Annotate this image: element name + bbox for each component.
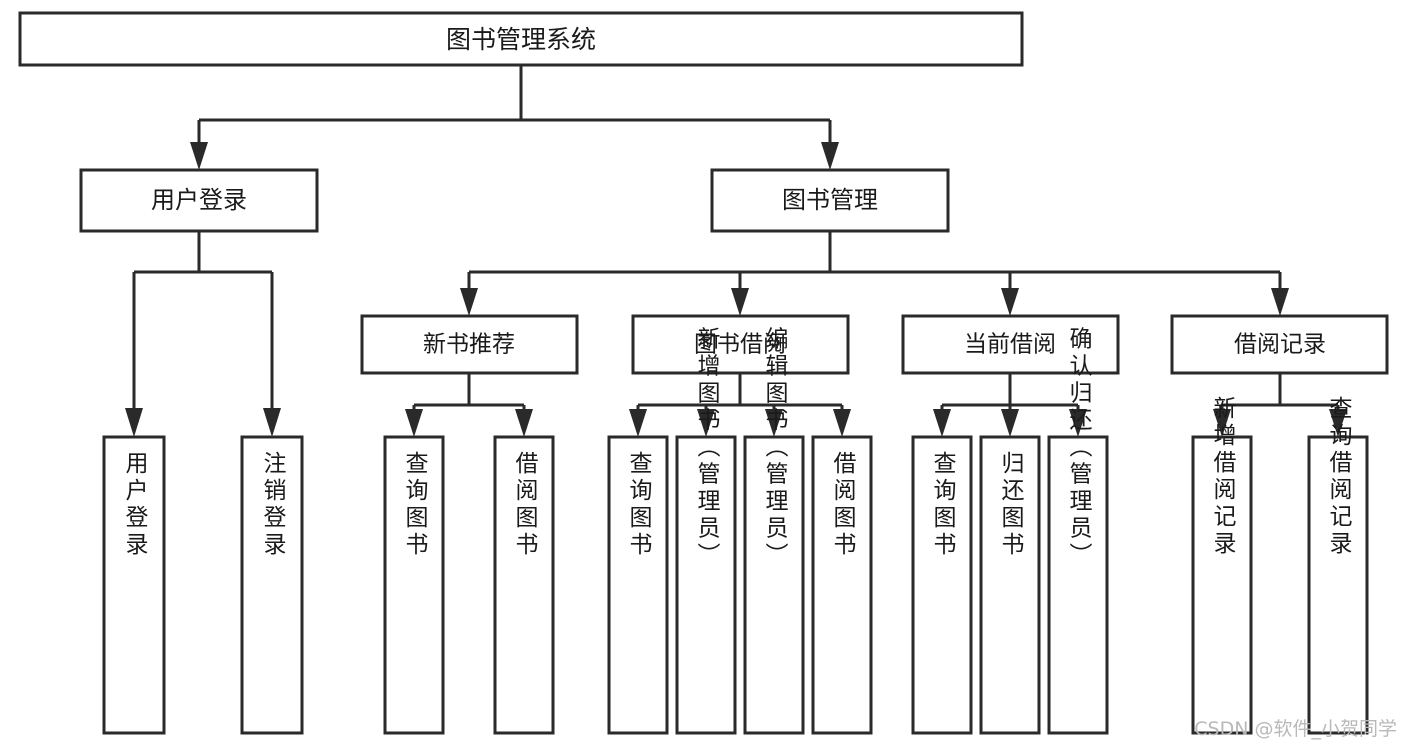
connector-group-borrow-record [1213, 373, 1347, 437]
arrow-head-leaf-query-book-3 [933, 409, 951, 437]
node-leaf-query-book-3-box[interactable] [911, 435, 973, 735]
connector-group-user-login [125, 231, 281, 437]
node-leaf-query-book-2[interactable]: 查询图书 [607, 435, 669, 735]
node-leaf-add-book-admin-box[interactable] [675, 435, 737, 735]
node-borrow-record[interactable]: 借阅记录 [1170, 314, 1389, 375]
connector-group-new-book-recommend [405, 373, 533, 437]
arrow-head-book-management [821, 142, 839, 170]
node-leaf-confirm-return-admin[interactable]: 确认归还（管理员） [1047, 327, 1109, 735]
node-leaf-add-borrow-record[interactable]: 新增借阅记录 [1191, 396, 1253, 735]
node-leaf-user-login[interactable]: 用户登录 [102, 435, 166, 735]
node-root-label: 图书管理系统 [446, 25, 596, 54]
arrow-head-new-book-recommend [460, 288, 478, 316]
node-new-book-recommend-label: 新书推荐 [423, 332, 515, 358]
node-leaf-return-book-label: 归还图书 [997, 451, 1025, 559]
arrow-head-leaf-return-book [1001, 409, 1019, 437]
node-book-borrow[interactable]: 图书借阅 [631, 314, 850, 375]
node-leaf-return-book-box[interactable] [979, 435, 1041, 735]
arrow-head-leaf-add-borrow-record [1213, 409, 1231, 437]
node-leaf-query-borrow-record-label: 查询借阅记录 [1325, 396, 1353, 558]
node-leaf-user-login-label: 用户登录 [121, 451, 149, 559]
node-leaf-add-book-admin[interactable]: 新增图书（管理员） [675, 327, 737, 735]
arrow-head-leaf-borrow-book-1 [515, 409, 533, 437]
node-leaf-add-book-admin-label: 新增图书（管理员） [693, 327, 721, 570]
arrow-head-current-borrow [1001, 288, 1019, 316]
node-leaf-edit-book-admin-label: 编辑图书（管理员） [761, 327, 789, 570]
node-current-borrow[interactable]: 当前借阅 [901, 314, 1120, 375]
node-leaf-query-borrow-record-box[interactable] [1307, 435, 1369, 735]
node-leaf-logout-login[interactable]: 注销登录 [240, 435, 304, 735]
arrow-head-leaf-query-book-2 [629, 409, 647, 437]
node-leaf-edit-book-admin-box[interactable] [743, 435, 805, 735]
node-leaf-query-book-3-label: 查询图书 [929, 451, 957, 559]
node-leaf-logout-login-label: 注销登录 [259, 451, 287, 559]
node-leaf-query-borrow-record[interactable]: 查询借阅记录 [1307, 396, 1369, 735]
node-leaf-confirm-return-admin-label: 确认归还（管理员） [1065, 327, 1093, 570]
node-leaf-confirm-return-admin-box[interactable] [1047, 435, 1109, 735]
node-leaf-return-book[interactable]: 归还图书 [979, 435, 1041, 735]
node-book-borrow-label: 图书借阅 [694, 332, 786, 358]
arrow-head-borrow-record [1271, 288, 1289, 316]
node-leaf-borrow-book-2[interactable]: 借阅图书 [811, 435, 873, 735]
node-user-login-label: 用户登录 [151, 186, 247, 214]
node-leaf-add-borrow-record-box[interactable] [1191, 435, 1253, 735]
node-book-management[interactable]: 图书管理 [710, 168, 950, 233]
node-leaf-query-book-1-box[interactable] [383, 435, 445, 735]
node-current-borrow-label: 当前借阅 [964, 332, 1056, 358]
node-leaf-borrow-book-1-box[interactable] [493, 435, 555, 735]
node-leaf-borrow-book-2-box[interactable] [811, 435, 873, 735]
node-leaf-query-book-2-box[interactable] [607, 435, 669, 735]
node-user-login[interactable]: 用户登录 [79, 168, 319, 233]
arrow-head-leaf-logout-login [263, 408, 281, 437]
connector-group-current-borrow [933, 373, 1087, 437]
node-borrow-record-label: 借阅记录 [1234, 332, 1326, 358]
node-borrow-record-box[interactable] [1170, 314, 1389, 375]
node-current-borrow-box[interactable] [901, 314, 1120, 375]
node-leaf-query-book-1[interactable]: 查询图书 [383, 435, 445, 735]
arrow-head-leaf-query-book-1 [405, 409, 423, 437]
node-leaf-borrow-book-2-label: 借阅图书 [829, 451, 857, 559]
node-book-management-label: 图书管理 [782, 186, 878, 214]
node-leaf-borrow-book-1-label: 借阅图书 [511, 451, 539, 559]
arrow-head-user-login [190, 142, 208, 170]
connector-group-root [190, 65, 839, 170]
node-new-book-recommend[interactable]: 新书推荐 [360, 314, 579, 375]
node-leaf-add-borrow-record-label: 新增借阅记录 [1209, 396, 1237, 558]
node-leaf-user-login-box[interactable] [102, 435, 166, 735]
connector-group-book-management [460, 231, 1289, 316]
node-leaf-logout-login-box[interactable] [240, 435, 304, 735]
node-new-book-recommend-box[interactable] [360, 314, 579, 375]
node-root[interactable]: 图书管理系统 [18, 11, 1024, 67]
node-user-login-box[interactable] [79, 168, 319, 233]
arrow-head-leaf-user-login [125, 408, 143, 437]
node-book-management-box[interactable] [710, 168, 950, 233]
arrow-head-leaf-borrow-book-2 [833, 409, 851, 437]
node-leaf-query-book-2-label: 查询图书 [625, 451, 653, 559]
arrow-head-leaf-query-borrow-record [1329, 409, 1347, 437]
node-leaf-edit-book-admin[interactable]: 编辑图书（管理员） [743, 327, 805, 735]
node-leaf-query-book-1-label: 查询图书 [401, 451, 429, 559]
connector-group-book-borrow [629, 373, 851, 437]
arrow-head-leaf-add-book-admin [697, 409, 715, 437]
arrow-head-leaf-confirm-return-admin [1069, 409, 1087, 437]
node-leaf-borrow-book-1[interactable]: 借阅图书 [493, 435, 555, 735]
arrow-head-leaf-edit-book-admin [765, 409, 783, 437]
arrow-head-book-borrow [731, 288, 749, 316]
node-leaf-query-book-3[interactable]: 查询图书 [911, 435, 973, 735]
node-book-borrow-box[interactable] [631, 314, 850, 375]
node-root-box[interactable] [18, 11, 1024, 67]
